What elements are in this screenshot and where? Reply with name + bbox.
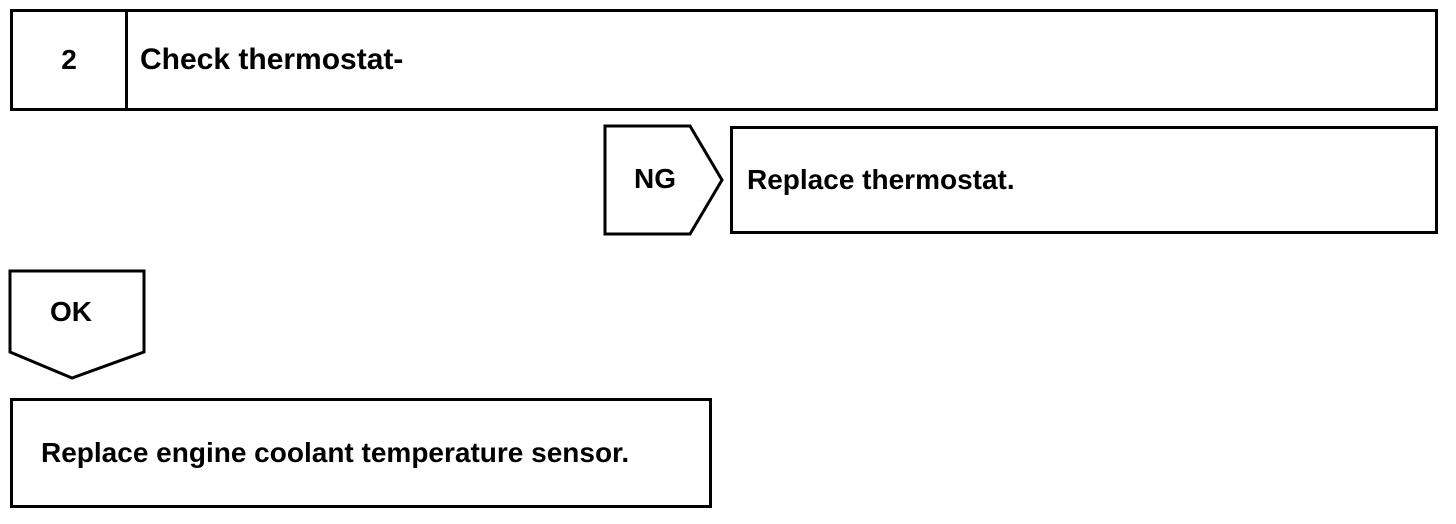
ok-action-text: Replace engine coolant temperature senso… (41, 437, 630, 468)
step-box: 2 Check thermostat- (10, 9, 1438, 111)
ng-label: NG (634, 163, 676, 194)
ng-action-text: Replace thermostat. (747, 164, 1015, 195)
step-number: 2 (13, 12, 128, 108)
ok-label: OK (50, 296, 92, 327)
ng-action-box: Replace thermostat. (730, 126, 1438, 234)
step-title: Check thermostat- (140, 43, 404, 76)
ok-action-box: Replace engine coolant temperature senso… (10, 398, 712, 508)
